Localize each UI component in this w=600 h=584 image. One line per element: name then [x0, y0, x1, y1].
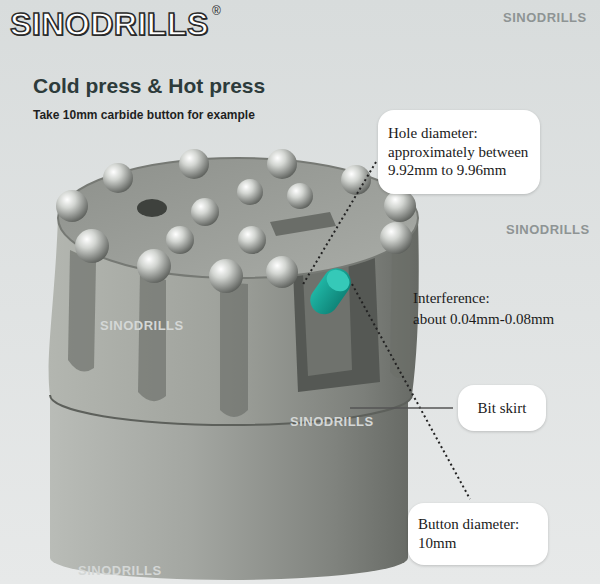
teal-button [305, 263, 357, 320]
callout-text: Bit skirt [464, 399, 540, 418]
gauge-button [75, 229, 109, 263]
callout-heading: Interference: [413, 290, 490, 307]
gauge-button [266, 256, 298, 288]
watermark: SINODRILLS [100, 318, 184, 333]
flute [138, 272, 166, 401]
bit-face [58, 158, 418, 278]
callout-value: about 0.04mm-0.08mm [413, 311, 554, 328]
leader-line [302, 162, 376, 286]
flute [68, 250, 96, 372]
carbide-buttons [56, 149, 416, 293]
gauge-button [56, 190, 88, 222]
flute [390, 244, 410, 378]
gauge-button [137, 249, 171, 283]
callout-box: Hole diameter: approximately between 9.9… [378, 110, 540, 194]
registered-mark: ® [212, 4, 221, 18]
watermark: SINODRILLS [503, 10, 587, 25]
teal-button-top [322, 265, 353, 295]
gauge-button [384, 190, 416, 222]
title: Cold press & Hot press [33, 74, 265, 98]
gauge-button [341, 165, 371, 195]
watermark: SINODRILLS [506, 222, 590, 237]
leader-line [350, 407, 453, 409]
watermark: SINODRILLS [78, 563, 162, 578]
callout-text: Hole diameter: approximately between 9.9… [388, 124, 530, 180]
face-button [287, 183, 313, 209]
logo: SINODRILLS [10, 6, 209, 43]
gauge-button [179, 149, 209, 179]
subtitle: Take 10mm carbide button for example [33, 108, 255, 122]
face-button [166, 226, 194, 254]
watermark: SINODRILLS [290, 414, 374, 429]
gauge-button [103, 163, 133, 193]
face-button [191, 198, 219, 226]
flute [220, 282, 248, 417]
face-groove [270, 212, 336, 236]
face-button [238, 226, 266, 254]
face-button [237, 179, 263, 205]
gauge-button [209, 259, 243, 293]
callout-box: Bit skirt [458, 385, 546, 432]
gauge-button [380, 222, 412, 254]
callout-text: Button diameter: 10mm [418, 515, 538, 553]
flushing-hole [137, 199, 167, 217]
gauge-button [267, 149, 297, 179]
callout-box: Button diameter: 10mm [408, 503, 548, 565]
highlighted-button [305, 263, 357, 320]
